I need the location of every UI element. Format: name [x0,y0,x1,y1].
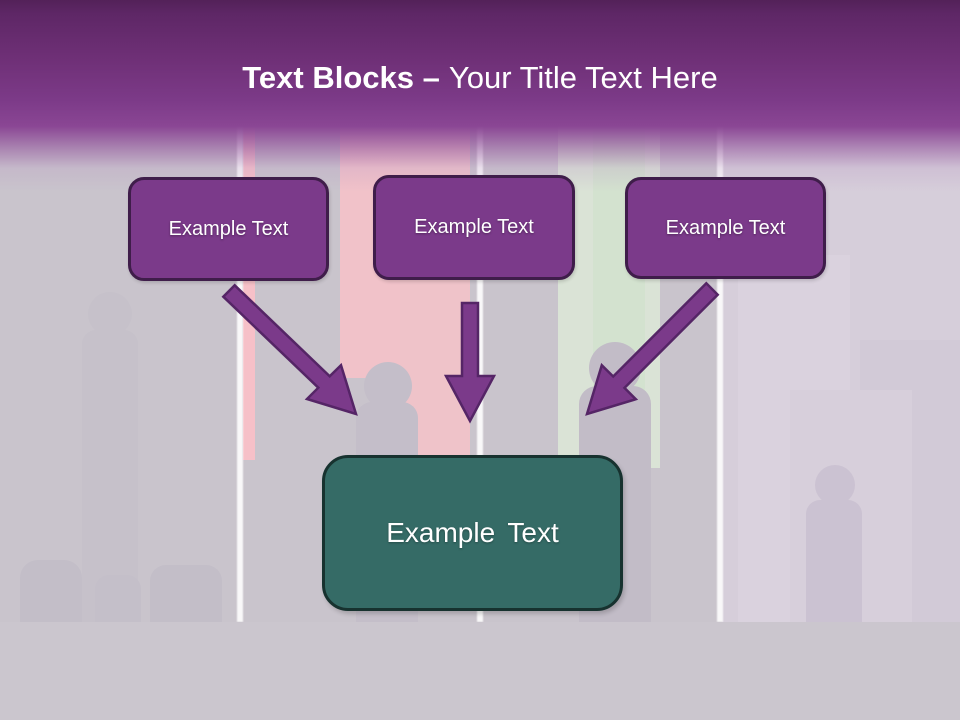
text-block-2-label: Example Text [414,216,534,238]
text-block-1: Example Text [128,177,329,281]
person-silhouette-body [82,330,138,622]
crowd-silhouette [95,575,141,622]
person-silhouette-head [88,292,132,336]
text-block-3: Example Text [625,177,826,279]
arrow-down-icon [443,301,497,424]
header-gradient-band [0,0,960,192]
text-block-2: Example Text [373,175,575,280]
arrow-left-down-icon [221,283,358,416]
slide-title: Text Blocks –Your Title Text Here [0,48,960,108]
divider-line [717,126,723,622]
footer-strip [0,622,960,720]
divider-line [237,126,243,622]
slide-title-bold: Text Blocks – [242,60,440,95]
text-block-3-label: Example Text [665,216,786,239]
divider-line [477,126,483,622]
person-silhouette-body [806,500,862,622]
crowd-silhouette [150,565,222,622]
text-block-1-label: Example Text [168,217,289,240]
person-silhouette-head [815,465,855,505]
result-block: Example Text [322,455,623,611]
result-block-label: Example Text [386,517,559,548]
arrow-right-down-icon [585,281,720,416]
crowd-silhouette [20,560,82,622]
slide-title-regular: Your Title Text Here [448,60,718,95]
